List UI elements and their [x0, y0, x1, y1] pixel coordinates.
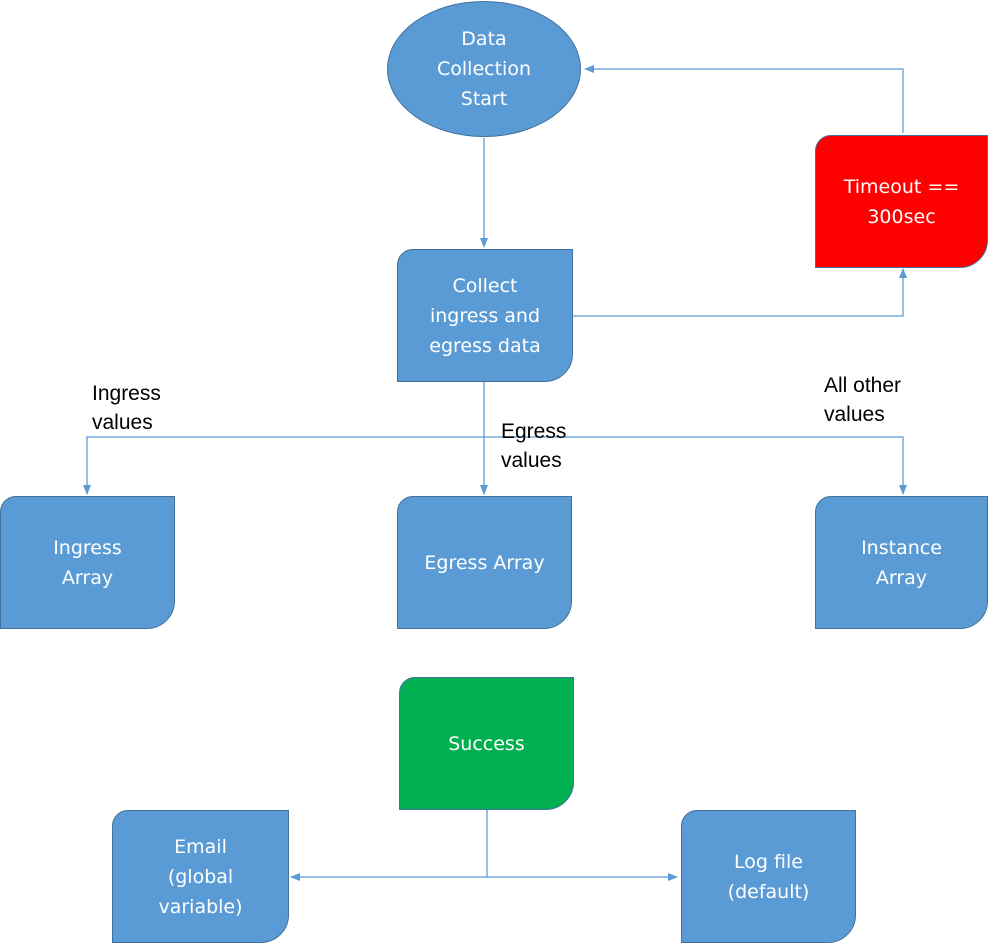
edge-label-ingress-values: Ingress values	[92, 382, 161, 434]
egress-array-node: Egress Array	[397, 496, 572, 629]
instance-array-node: Instance Array	[815, 496, 988, 629]
arrow-to-instance-array	[484, 436, 907, 495]
success-node: Success	[399, 677, 574, 810]
edge-label-all-other-values: All other values	[824, 374, 902, 426]
timeout-node: Timeout == 300sec	[815, 135, 988, 268]
arrow-to-ingress-array	[83, 436, 484, 495]
ingress-array-node: Ingress Array	[0, 496, 175, 629]
email-node: Email (global variable)	[112, 810, 289, 943]
data-collection-start-node: Data Collection Start	[387, 1, 581, 137]
collect-data-node: Collect ingress and egress data	[397, 249, 573, 382]
arrow-collect-to-timeout	[573, 268, 907, 317]
arrow-timeout-to-start	[584, 65, 904, 133]
log-file-node: Log file (default)	[681, 810, 856, 943]
edge-label-egress-values: Egress values	[501, 420, 567, 472]
